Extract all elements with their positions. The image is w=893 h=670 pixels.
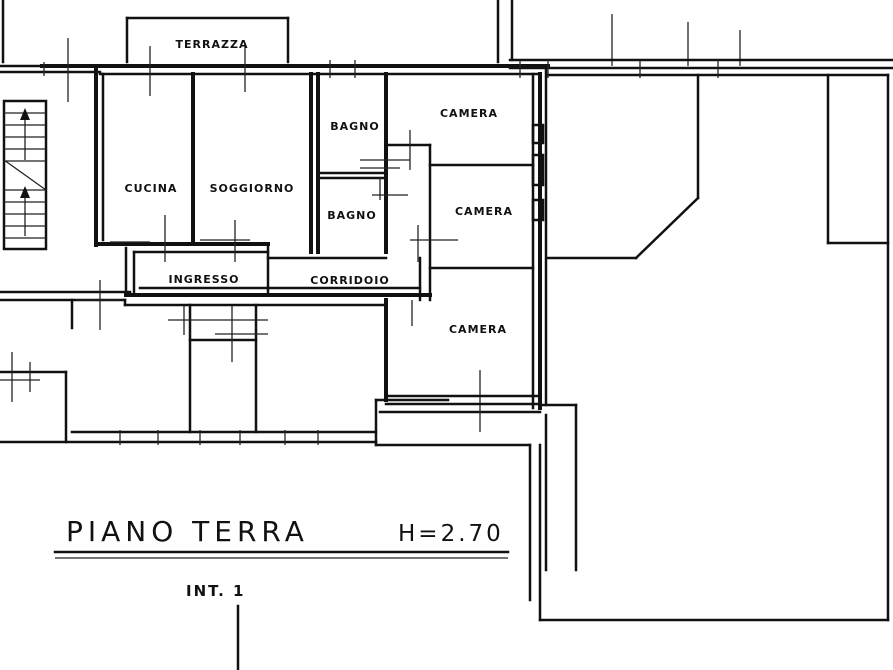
room-label-ingresso: INGRESSO (168, 273, 239, 286)
floor-height: H=2.70 (398, 521, 504, 547)
unit-label: INT. 1 (186, 582, 245, 600)
room-label-camera-bottom: CAMERA (449, 323, 507, 336)
stair-arrow-up-icon (20, 108, 30, 120)
room-label-terrazza: TERRAZZA (176, 38, 249, 51)
room-label-soggiorno: SOGGIORNO (210, 182, 295, 195)
room-label-bagno-lower: BAGNO (327, 209, 376, 222)
room-label-camera-top: CAMERA (440, 107, 498, 120)
room-label-camera-middle: CAMERA (455, 205, 513, 218)
staircase (2, 99, 48, 251)
stair-arrow-up-icon (20, 186, 30, 198)
room-labels: TERRAZZA BAGNO BAGNO CAMERA CAMERA CAMER… (125, 38, 513, 336)
room-label-cucina: CUCINA (125, 182, 178, 195)
room-label-corridoio: CORRIDOIO (310, 274, 389, 287)
room-label-bagno-upper: BAGNO (330, 120, 379, 133)
apartment-walls (40, 16, 719, 410)
title-block: PIANO TERRA H=2.70 INT. 1 (53, 515, 510, 600)
floor-title: PIANO TERRA (66, 515, 309, 548)
